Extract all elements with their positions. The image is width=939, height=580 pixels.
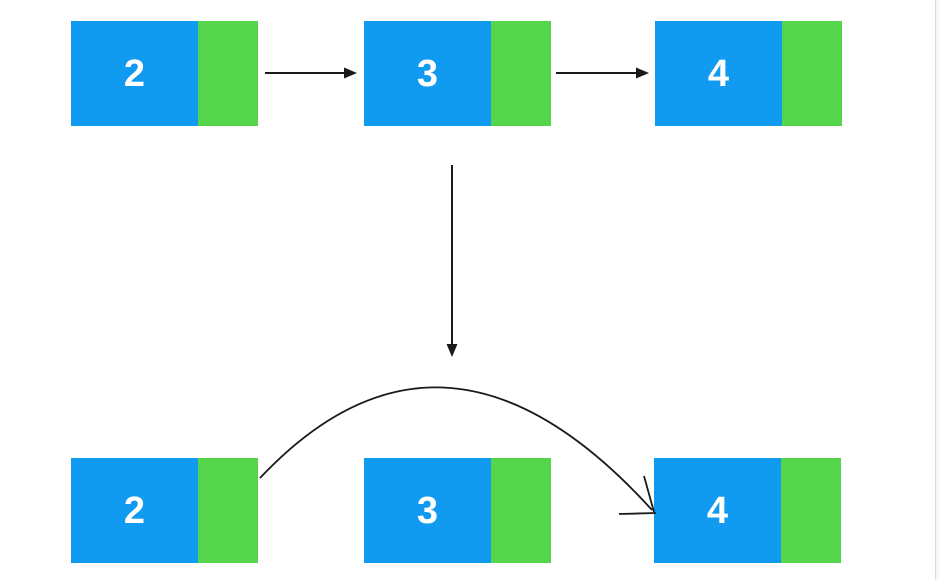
node-value: 3 bbox=[416, 489, 439, 532]
next-arrow-2-3-icon bbox=[265, 67, 357, 79]
node-value: 3 bbox=[416, 52, 439, 95]
value-cell: 2 bbox=[71, 21, 198, 126]
node-top-3: 3 bbox=[364, 21, 551, 126]
value-cell: 3 bbox=[364, 21, 491, 126]
window-edge-strip bbox=[936, 0, 939, 580]
pointer-cell bbox=[491, 458, 551, 563]
pointer-cell bbox=[782, 21, 842, 126]
pointer-cell bbox=[491, 21, 551, 126]
pointer-cell bbox=[781, 458, 841, 563]
pointer-cell bbox=[198, 21, 258, 126]
node-bottom-4: 4 bbox=[654, 458, 841, 563]
value-cell: 2 bbox=[71, 458, 198, 563]
node-top-4: 4 bbox=[655, 21, 842, 126]
node-top-2: 2 bbox=[71, 21, 258, 126]
node-value: 2 bbox=[123, 489, 146, 532]
window-right-border bbox=[935, 0, 936, 580]
value-cell: 3 bbox=[364, 458, 491, 563]
transition-down-arrow-icon bbox=[446, 165, 458, 357]
value-cell: 4 bbox=[655, 21, 782, 126]
value-cell: 4 bbox=[654, 458, 781, 563]
pointer-cell bbox=[198, 458, 258, 563]
next-arrow-3-4-icon bbox=[556, 67, 649, 79]
node-value: 2 bbox=[123, 52, 146, 95]
node-value: 4 bbox=[707, 52, 730, 95]
node-bottom-3: 3 bbox=[364, 458, 551, 563]
node-value: 4 bbox=[706, 489, 729, 532]
node-bottom-2: 2 bbox=[71, 458, 258, 563]
